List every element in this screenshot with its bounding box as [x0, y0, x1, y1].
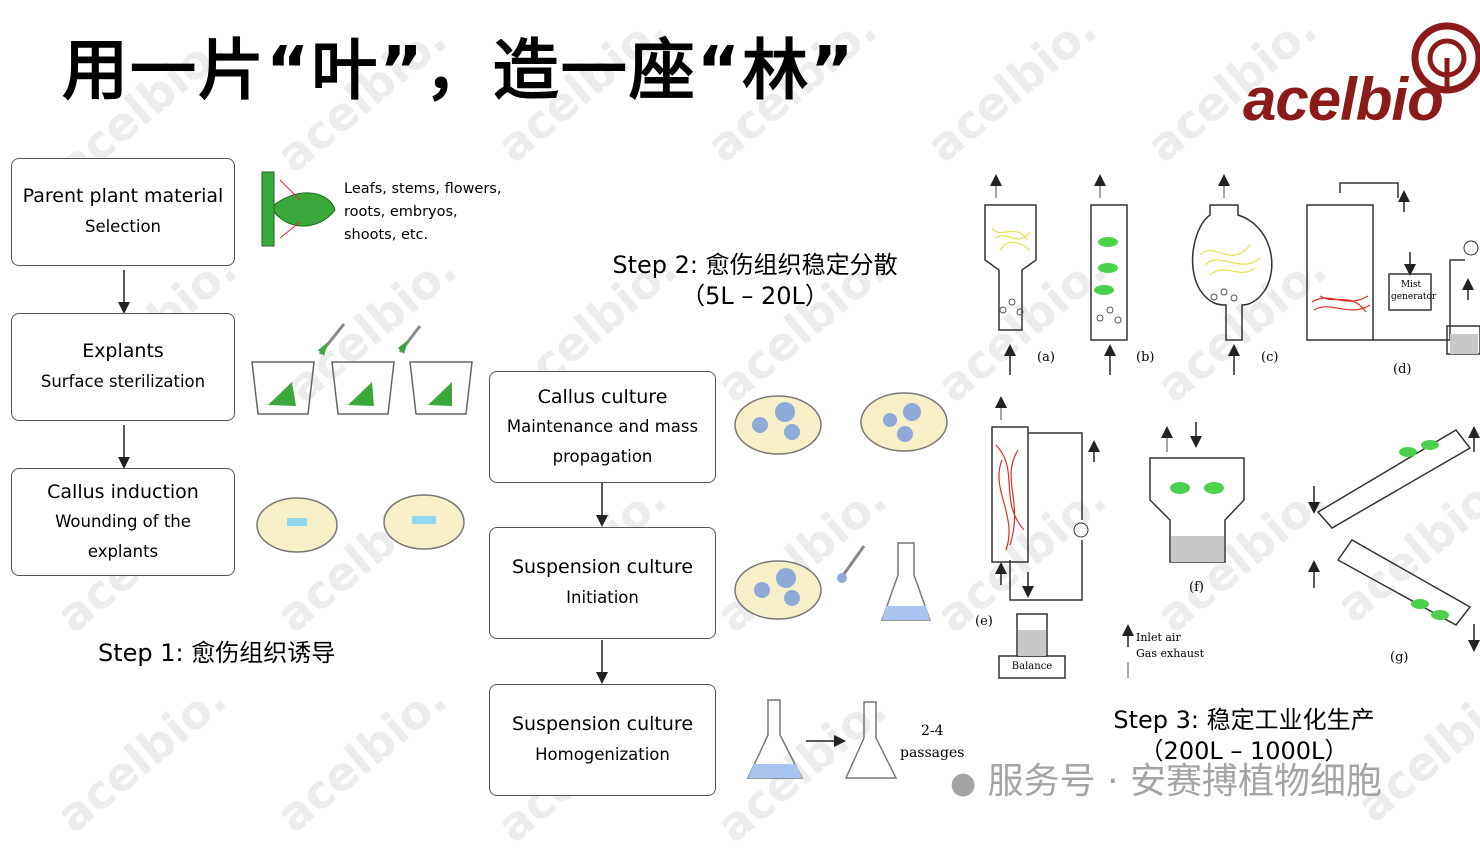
- note-line: passages: [900, 745, 965, 761]
- step2-box-suspension-initiation: Suspension culture Initiation: [489, 527, 716, 639]
- step3-label: Step 3: 稳定工业化生产 （200L – 1000L）: [1095, 705, 1393, 767]
- box-subtitle: Wounding of the explants: [55, 512, 191, 561]
- box-subtitle: Homogenization: [535, 744, 670, 764]
- panel-label-g: (g): [1390, 650, 1409, 665]
- note-line: 2-4: [920, 723, 944, 739]
- leaf-note: Leafs, stems, flowers, roots, embryos, s…: [344, 178, 501, 247]
- passages-note: 2-4 passages: [900, 720, 964, 764]
- box-title: Explants: [82, 340, 164, 363]
- panel-label-d: (d): [1393, 362, 1412, 377]
- wechat-icon: ●: [950, 766, 977, 801]
- step1-box-callus-induction: Callus induction Wounding of the explant…: [11, 468, 235, 576]
- box-title: Suspension culture: [511, 556, 694, 579]
- balance-label: Balance: [1011, 661, 1053, 672]
- box-subtitle: Initiation: [566, 587, 639, 607]
- step2-title: Step 2: 愈伤组织稳定分散: [612, 251, 898, 279]
- step1-label: Step 1: 愈伤组织诱导: [98, 639, 336, 667]
- label-line: Mist: [1400, 280, 1422, 290]
- label-line: generator: [1391, 292, 1437, 302]
- box-subtitle: Selection: [84, 216, 162, 236]
- box-title: Callus induction: [47, 480, 199, 503]
- step3-volume: （200L – 1000L）: [1139, 737, 1349, 766]
- brand-logo: acelbio: [1243, 66, 1444, 133]
- panel-label-c: (c): [1261, 350, 1279, 365]
- box-subtitle: Surface sterilization: [40, 371, 206, 391]
- step3-title: Step 3: 稳定工业化生产: [1113, 706, 1375, 734]
- box-title: Parent plant material: [22, 185, 224, 208]
- diagram-drawings: [118, 171, 1480, 779]
- panel-label-b: (b): [1136, 350, 1155, 365]
- step2-box-callus-culture: Callus culture Maintenance and mass prop…: [489, 371, 716, 483]
- step1-box-parent-material: Parent plant material Selection: [11, 158, 235, 266]
- step1-box-explants: Explants Surface sterilization: [11, 313, 235, 421]
- note-line: roots, embryos,: [344, 204, 458, 220]
- step2-box-suspension-homogenization: Suspension culture Homogenization: [489, 684, 716, 796]
- box-title: Suspension culture: [511, 713, 694, 736]
- footer-text: 服务号 · 安赛搏植物细胞: [987, 761, 1382, 802]
- panel-label-f: (f): [1189, 580, 1204, 595]
- legend-gas-exhaust: Gas exhaust: [1136, 647, 1204, 660]
- panel-label-e: (e): [975, 614, 993, 629]
- box-subtitle: Maintenance and mass propagation: [506, 417, 699, 466]
- box-title: Callus culture: [537, 385, 668, 408]
- step2-label: Step 2: 愈伤组织稳定分散 （5L – 20L）: [592, 250, 918, 312]
- step2-volume: （5L – 20L）: [681, 282, 829, 311]
- note-line: shoots, etc.: [344, 227, 429, 243]
- panel-label-a: (a): [1037, 350, 1055, 365]
- wechat-footer: ● 服务号 · 安赛搏植物细胞: [950, 752, 1382, 804]
- page-title: 用一片“叶”，造一座“林”: [62, 32, 856, 109]
- note-line: Leafs, stems, flowers,: [344, 181, 502, 197]
- legend-inlet-air: Inlet air: [1136, 631, 1181, 644]
- flow-legend: Inlet air Gas exhaust: [1136, 630, 1204, 662]
- mist-generator-label: Mist generator: [1391, 279, 1437, 303]
